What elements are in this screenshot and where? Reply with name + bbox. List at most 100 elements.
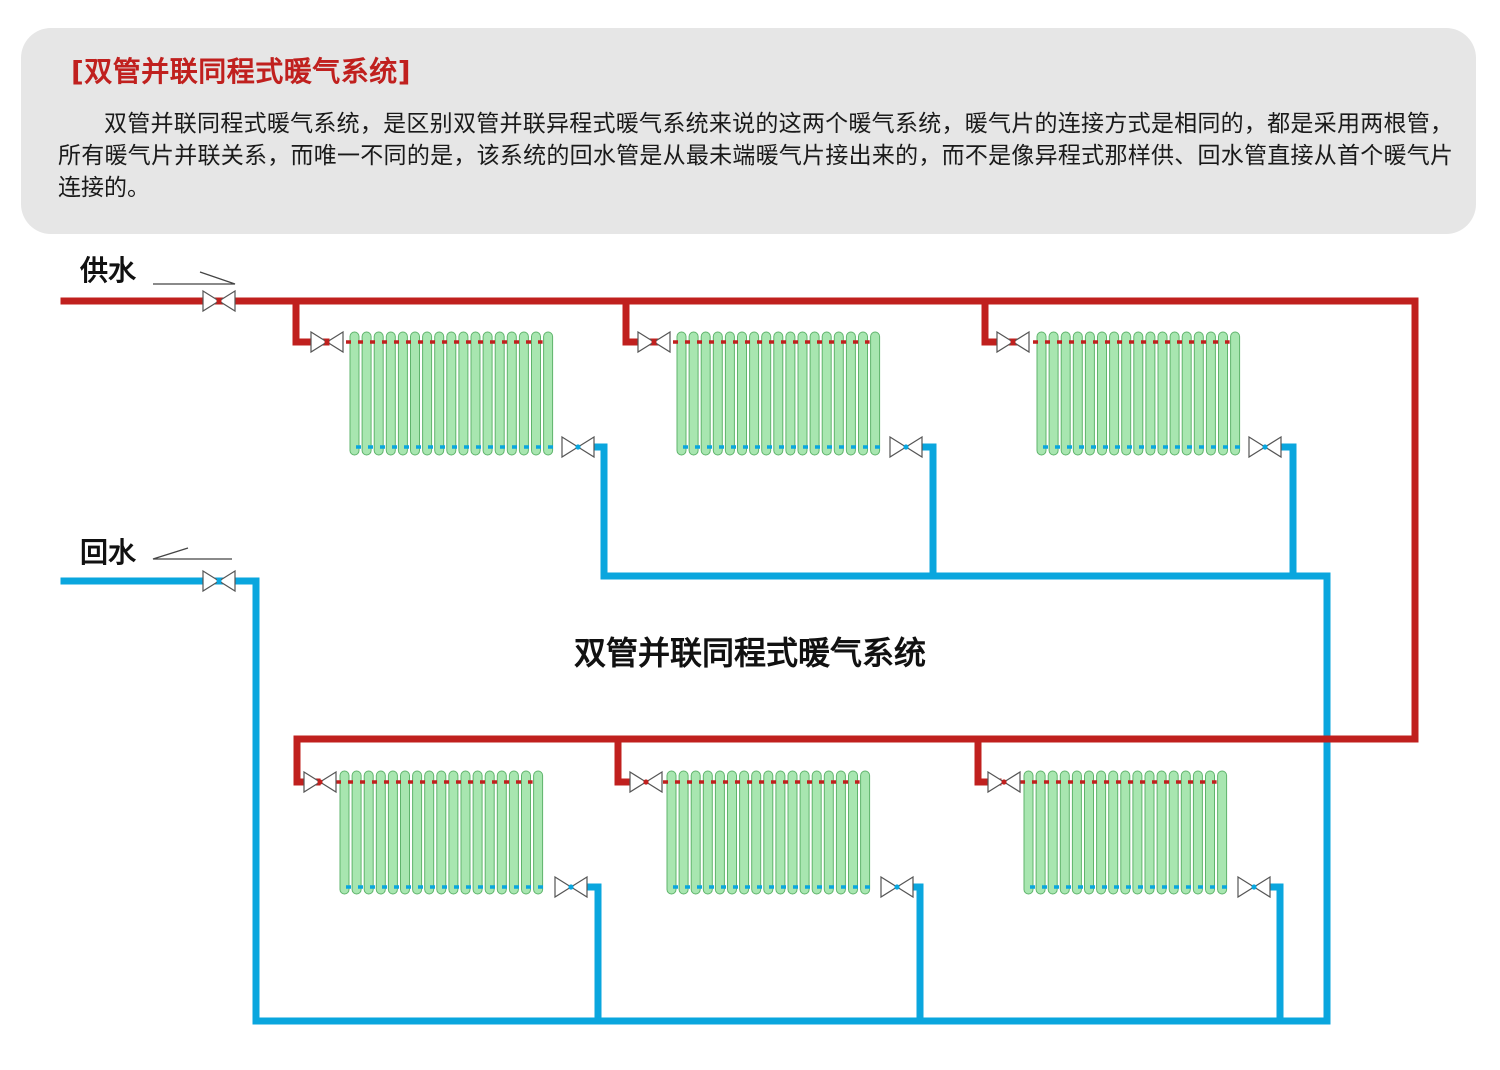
valve-icon bbox=[561, 435, 595, 459]
radiators bbox=[336, 331, 1244, 895]
supply-label: 供水 bbox=[79, 254, 137, 287]
intro-title: [双管并联同程式暖气系统] bbox=[71, 55, 412, 88]
radiator-section bbox=[1084, 331, 1095, 456]
radiator-section bbox=[1047, 770, 1058, 895]
valve-half bbox=[576, 435, 595, 459]
radiator-section bbox=[385, 331, 396, 456]
radiator-section bbox=[1205, 770, 1215, 895]
valve-icon bbox=[629, 770, 663, 794]
valve-half bbox=[217, 289, 236, 313]
radiator-section bbox=[446, 331, 457, 456]
radiator-section bbox=[1071, 770, 1082, 895]
radiator-section bbox=[1133, 331, 1144, 456]
radiator-section bbox=[506, 331, 517, 456]
radiator-section bbox=[1217, 770, 1228, 895]
radiator-section bbox=[858, 331, 868, 456]
valve-center bbox=[651, 339, 657, 345]
valve-half bbox=[996, 330, 1015, 354]
return-label: 回水 bbox=[80, 536, 137, 569]
radiator-section bbox=[1169, 331, 1180, 456]
radiator-section bbox=[1084, 770, 1094, 895]
radiator-section bbox=[508, 770, 519, 895]
intro-text: 双管并联同程式暖气系统，是区别双管并联异程式暖气系统来说的这两个暖气系统，暖气片… bbox=[58, 111, 1453, 201]
radiator-section bbox=[494, 331, 505, 456]
radiator-section bbox=[702, 770, 713, 895]
radiator-section bbox=[1036, 331, 1047, 456]
radiator-section bbox=[811, 770, 822, 895]
valve-icon bbox=[1248, 435, 1282, 459]
valve-half bbox=[904, 435, 923, 459]
valve-center bbox=[1251, 884, 1257, 890]
radiator-section bbox=[400, 770, 410, 895]
radiator-section bbox=[434, 331, 445, 456]
valve-half bbox=[644, 770, 663, 794]
radiator-section bbox=[809, 331, 820, 456]
radiator-section bbox=[727, 770, 737, 895]
radiator-section bbox=[1060, 331, 1071, 456]
radiator-section bbox=[749, 331, 760, 456]
valve-half bbox=[1237, 875, 1256, 899]
valve-center bbox=[216, 298, 222, 304]
radiator-section bbox=[363, 770, 374, 895]
radiator-section bbox=[424, 770, 435, 895]
radiator-section bbox=[543, 331, 554, 456]
valve-icon bbox=[987, 770, 1021, 794]
valve-half bbox=[987, 770, 1006, 794]
valve-center bbox=[216, 578, 222, 584]
radiator-icon bbox=[663, 770, 874, 895]
radiator-section bbox=[460, 770, 471, 895]
valve-icon bbox=[554, 875, 588, 899]
radiator-section bbox=[799, 770, 810, 895]
valve-half bbox=[1011, 330, 1030, 354]
radiator-section bbox=[470, 331, 481, 456]
return-main-pipe bbox=[60, 443, 1331, 1025]
radiator-section bbox=[848, 770, 858, 895]
radiator-section bbox=[1059, 770, 1070, 895]
radiator-section bbox=[1035, 770, 1046, 895]
radiator-section bbox=[1109, 331, 1120, 456]
flow-arrows bbox=[152, 271, 236, 560]
radiator-section bbox=[339, 770, 350, 895]
valve-half bbox=[318, 770, 337, 794]
radiator-icon bbox=[346, 331, 557, 456]
flow-arrow-icon bbox=[152, 547, 232, 560]
flow-arrow-icon bbox=[153, 271, 236, 285]
radiator-section bbox=[751, 770, 762, 895]
radiator-section bbox=[833, 331, 844, 456]
radiator-section bbox=[387, 770, 398, 895]
radiator-section bbox=[1180, 770, 1191, 895]
radiator-icon bbox=[336, 770, 547, 895]
radiator-section bbox=[397, 331, 408, 456]
radiator-section bbox=[412, 770, 423, 895]
supply-main-pipe bbox=[60, 297, 1419, 743]
radiator-icon bbox=[1020, 770, 1231, 895]
radiator-section bbox=[1156, 770, 1167, 895]
radiator-section bbox=[763, 770, 774, 895]
radiator-section bbox=[1205, 331, 1216, 456]
valve-half bbox=[629, 770, 648, 794]
radiator-section bbox=[688, 331, 699, 456]
return-branch-pipe bbox=[1276, 443, 1297, 580]
radiator-section bbox=[1120, 770, 1131, 895]
valve-icon bbox=[1237, 875, 1271, 899]
return-pipes bbox=[60, 443, 1331, 1025]
valve-half bbox=[1248, 435, 1267, 459]
valve-half bbox=[895, 875, 914, 899]
valve-half bbox=[569, 875, 588, 899]
radiator-section bbox=[1144, 770, 1155, 895]
valve-half bbox=[1252, 875, 1271, 899]
radiator-section bbox=[870, 331, 881, 456]
radiator-section bbox=[737, 331, 747, 456]
valve-center bbox=[317, 779, 323, 785]
radiator-section bbox=[823, 770, 834, 895]
valve-icon bbox=[310, 330, 344, 354]
valve-icon bbox=[202, 289, 236, 313]
radiator-section bbox=[1192, 770, 1203, 895]
radiator-section bbox=[1097, 331, 1107, 456]
valve-icon bbox=[637, 330, 671, 354]
radiator-section bbox=[375, 770, 386, 895]
radiator-section bbox=[821, 331, 832, 456]
radiator-section bbox=[1072, 331, 1083, 456]
valve-center bbox=[1010, 339, 1016, 345]
radiator-section bbox=[349, 331, 360, 456]
